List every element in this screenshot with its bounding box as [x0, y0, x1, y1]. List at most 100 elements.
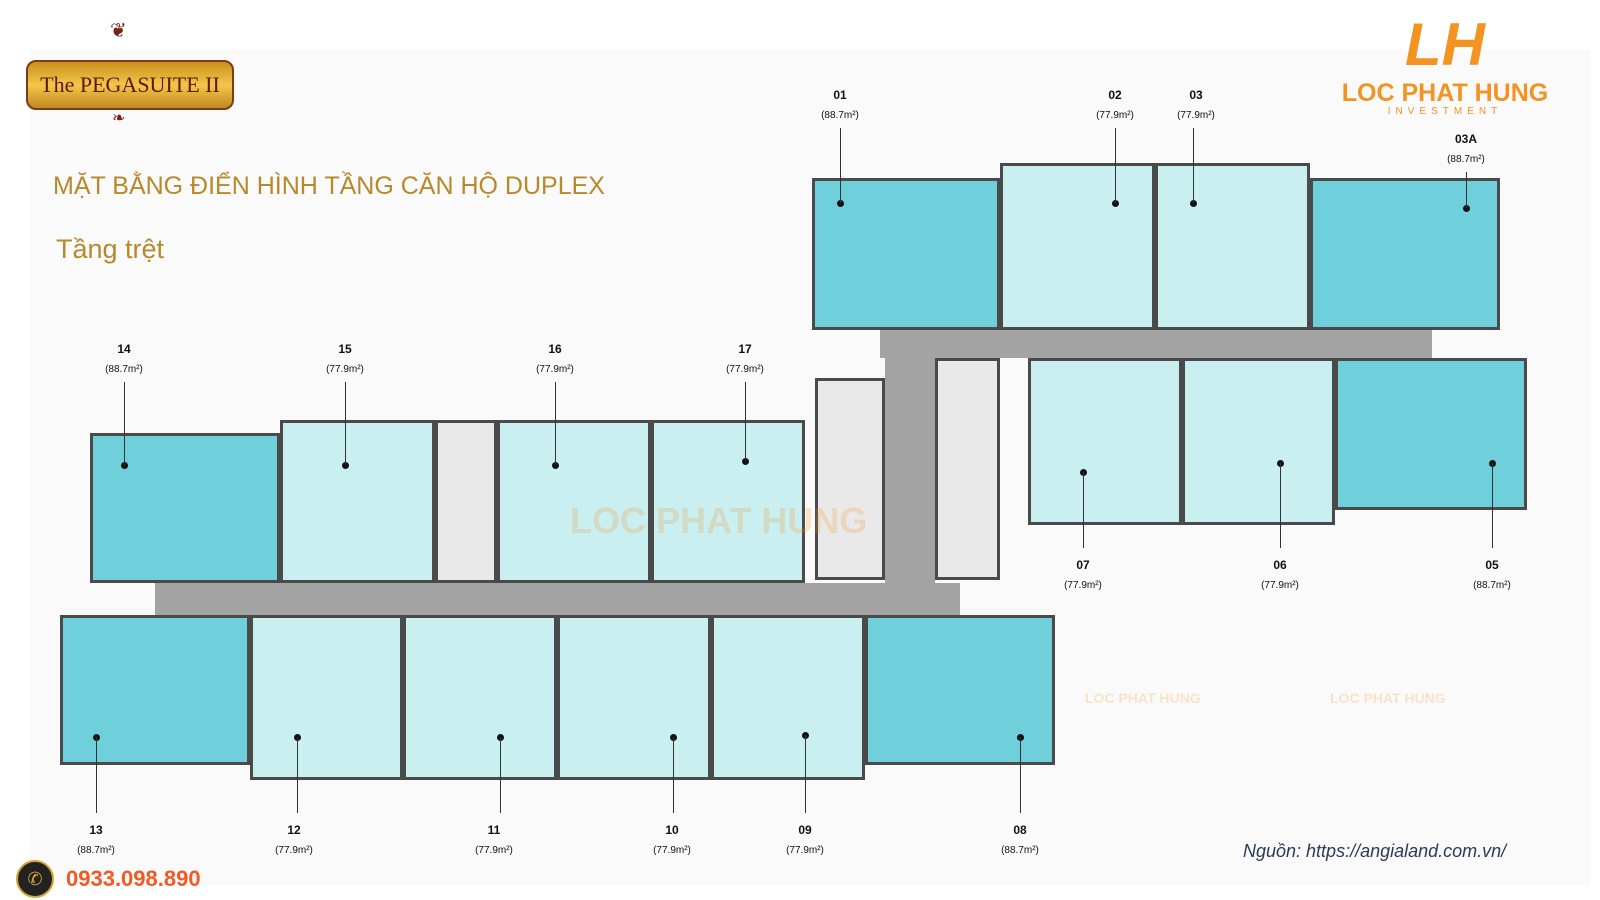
unit-marker-dot	[1190, 200, 1197, 207]
unit-13[interactable]	[60, 615, 250, 765]
unit-label: 01 (88.7m²)	[821, 88, 859, 121]
unit-leader-line	[1466, 172, 1467, 208]
unit-leader-line	[1193, 128, 1194, 203]
stair-core-right	[935, 358, 1000, 580]
unit-number: 08	[1013, 823, 1027, 837]
unit-marker-dot	[1112, 200, 1119, 207]
unit-16[interactable]	[497, 420, 651, 583]
unit-number: 13	[89, 823, 103, 837]
unit-15[interactable]	[280, 420, 435, 583]
unit-05[interactable]	[1335, 358, 1527, 510]
unit-area: (77.9m²)	[653, 845, 691, 856]
unit-label: 10(77.9m²)	[653, 823, 691, 856]
unit-07[interactable]	[1028, 358, 1182, 525]
unit-marker-dot	[1463, 205, 1470, 212]
unit-area: (77.9m²)	[1096, 110, 1134, 121]
unit-number: 02	[1108, 88, 1122, 102]
unit-leader-line	[745, 382, 746, 461]
contact-phone[interactable]: ✆ 0933.098.890	[16, 860, 201, 898]
unit-label: 03 (77.9m²)	[1177, 88, 1215, 121]
lph-tagline: INVESTMENT	[1387, 106, 1503, 117]
unit-number: 16	[548, 342, 562, 356]
unit-number: 05	[1485, 558, 1499, 572]
ornament-bottom-icon: ❧	[112, 110, 126, 127]
unit-number: 01	[833, 88, 847, 102]
unit-number: 14	[117, 342, 131, 356]
unit-09[interactable]	[711, 615, 865, 780]
unit-label: 17(77.9m²)	[726, 342, 764, 375]
unit-area: (77.9m²)	[1177, 110, 1215, 121]
unit-label: 06(77.9m²)	[1261, 558, 1299, 591]
unit-number: 07	[1076, 558, 1090, 572]
unit-leader-line	[345, 382, 346, 465]
phone-number[interactable]: 0933.098.890	[66, 866, 201, 891]
unit-03[interactable]	[1155, 163, 1310, 330]
unit-label: 05(88.7m²)	[1473, 558, 1511, 591]
unit-number: 03A	[1454, 132, 1478, 146]
ornament-top-icon: ❦	[110, 20, 127, 42]
unit-leader-line	[500, 737, 501, 813]
unit-area: (77.9m²)	[275, 845, 313, 856]
unit-area: (77.9m²)	[475, 845, 513, 856]
unit-label: 08 (88.7m²)	[1001, 823, 1039, 856]
unit-leader-line	[1115, 128, 1116, 203]
unit-leader-line	[297, 737, 298, 813]
unit-leader-line	[805, 735, 806, 813]
unit-06[interactable]	[1182, 358, 1335, 525]
unit-02[interactable]	[1000, 163, 1155, 330]
lph-mark-icon: LH	[1405, 11, 1485, 78]
unit-area: (88.7m²)	[1001, 845, 1039, 856]
unit-marker-dot	[121, 462, 128, 469]
unit-14[interactable]	[90, 433, 280, 583]
unit-number: 11	[487, 823, 501, 837]
unit-label: 15 (77.9m²)	[326, 342, 364, 375]
unit-number: 17	[738, 342, 752, 356]
watermark-logo: LOC PHAT HUNG	[1330, 690, 1446, 706]
unit-leader-line	[1492, 463, 1493, 548]
source-credit: Nguồn: https://angialand.com.vn/	[1243, 841, 1507, 861]
unit-marker-dot	[742, 458, 749, 465]
unit-03A[interactable]	[1310, 178, 1500, 330]
unit-08[interactable]	[865, 615, 1055, 765]
floor-subtitle: Tầng trệt	[56, 234, 165, 264]
unit-leader-line	[96, 737, 97, 813]
unit-label: 02 (77.9m²)	[1096, 88, 1134, 121]
unit-label: 13 (88.7m²)	[77, 823, 115, 856]
unit-leader-line	[840, 128, 841, 203]
unit-leader-line	[555, 382, 556, 465]
unit-label: 12 (77.9m²)	[275, 823, 313, 856]
unit-leader-line	[124, 382, 125, 465]
pegasuite-logo: The PEGASUITE II	[26, 60, 234, 110]
unit-area: (77.9m²)	[1064, 580, 1102, 591]
unit-12[interactable]	[250, 615, 403, 780]
plan-title: MẶT BẰNG ĐIỂN HÌNH TẦNG CĂN HỘ DUPLEX	[53, 172, 605, 200]
unit-leader-line	[1280, 463, 1281, 548]
corridor-vertical	[885, 330, 935, 615]
unit-10[interactable]	[557, 615, 711, 780]
unit-area: (88.7m²)	[105, 364, 143, 375]
corridor-main	[155, 583, 960, 615]
unit-leader-line	[673, 737, 674, 813]
unit-number: 12	[287, 823, 301, 837]
corridor-top	[880, 330, 1432, 358]
pegasuite-logo-text: The PEGASUITE II	[40, 72, 220, 97]
unit-label: 09(77.9m²)	[786, 823, 824, 856]
stair-core-left	[435, 420, 497, 583]
unit-area: (88.7m²)	[77, 845, 115, 856]
unit-17[interactable]	[651, 420, 805, 583]
elevator-core	[815, 378, 885, 580]
unit-label: 07 (77.9m²)	[1064, 558, 1102, 591]
unit-number: 09	[798, 823, 812, 837]
unit-area: (88.7m²)	[821, 110, 859, 121]
unit-11[interactable]	[403, 615, 557, 780]
unit-number: 06	[1273, 558, 1287, 572]
unit-area: (77.9m²)	[536, 364, 574, 375]
unit-number: 03	[1189, 88, 1203, 102]
unit-marker-dot	[837, 200, 844, 207]
unit-number: 15	[338, 342, 352, 356]
unit-area: (88.7m²)	[1447, 154, 1485, 165]
phone-icon: ✆	[16, 860, 54, 898]
unit-area: (77.9m²)	[326, 364, 364, 375]
lph-name: LOC PHAT HUNG	[1341, 79, 1549, 107]
unit-marker-dot	[342, 462, 349, 469]
